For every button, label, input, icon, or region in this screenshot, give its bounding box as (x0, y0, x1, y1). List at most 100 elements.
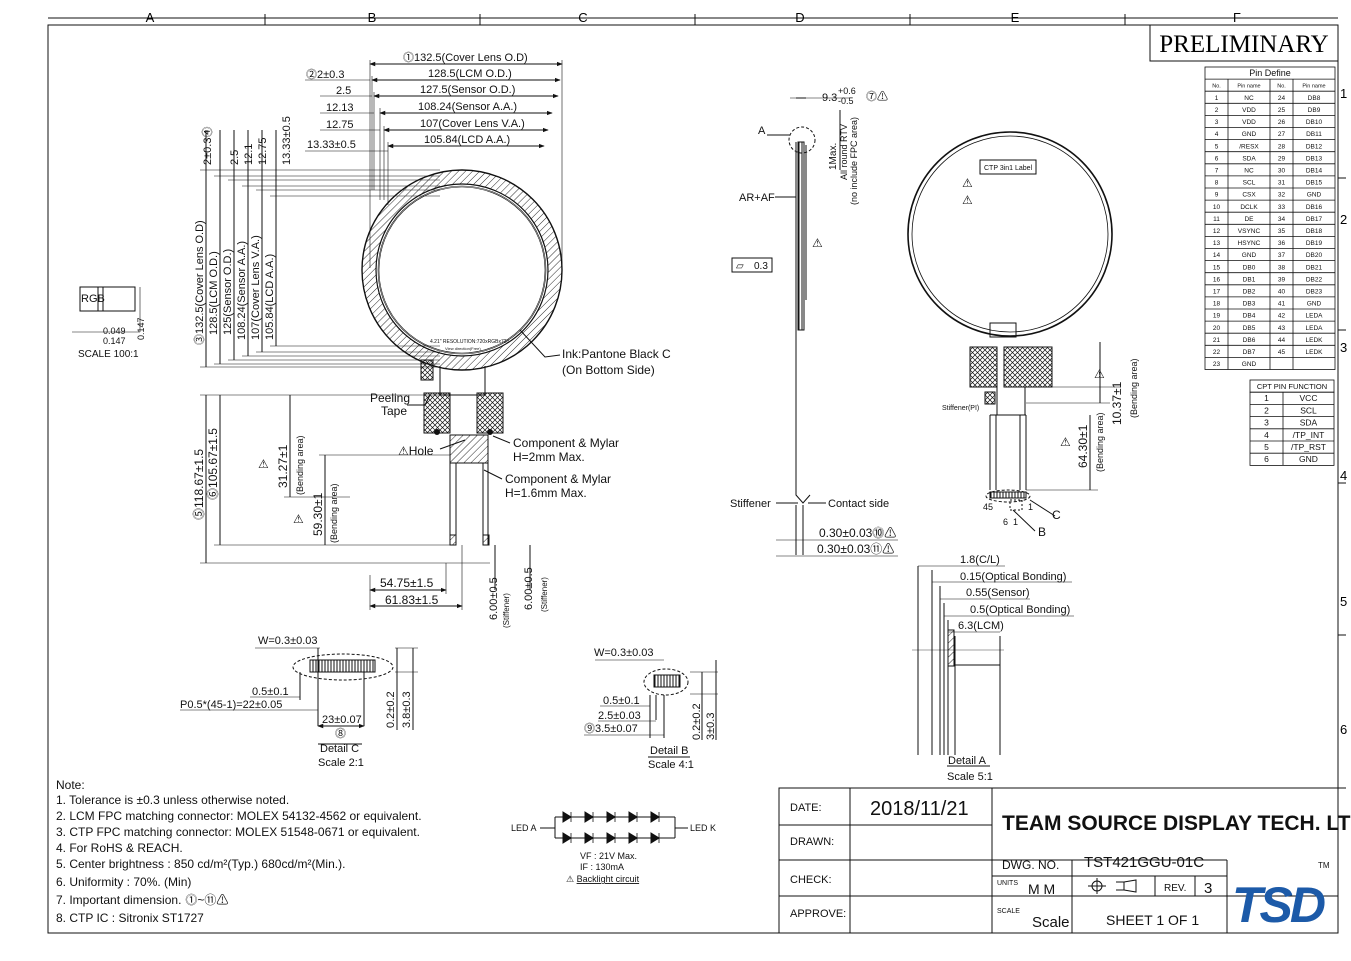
pin-table-cell: DCLK (1240, 204, 1258, 211)
pin-table-cell: 18 (1213, 301, 1221, 308)
pin-table-cell: LEDA (1306, 325, 1324, 332)
rgb-dim-2: 0.147 (103, 336, 126, 346)
dim-top-6: 105.84(LCD A.A.) (424, 134, 510, 146)
pin-table-cell: 10 (1213, 204, 1221, 211)
component-1-a: Component & Mylar (513, 436, 619, 450)
detail-a-dim-2: 0.15(Optical Bonding) (960, 571, 1066, 583)
dim-stiffener-2-sub: (Stiffener) (540, 577, 549, 612)
side-view-labels: 9.3 +0.6 -0.5 ⓻⚠ A AR+AF ⚠ ▱ 0.3 1Max. A… (730, 86, 896, 556)
detail-c-width: W=0.3±0.03 (258, 635, 318, 647)
pin-table-header: No. (1212, 84, 1221, 90)
detail-a-scale: Scale 5:1 (947, 771, 993, 783)
column-letters: A B C D E F (146, 10, 1241, 25)
pin-table-cell: 20 (1213, 325, 1221, 332)
pin-table-cell: 7 (1215, 168, 1219, 175)
detail-c-h1: 0.2±0.2 (385, 691, 397, 728)
back-bend-2: 64.30±1 (1076, 424, 1090, 468)
backlight-circuit (540, 811, 688, 844)
pin-45: 45 (983, 502, 993, 512)
warning-icon: ⚠ (1094, 367, 1105, 381)
detail-a-ref: A (758, 125, 766, 137)
pin-table-cell: DB8 (1308, 95, 1321, 102)
detail-c-pitch: P0.5*(45-1)=22±0.05 (180, 699, 282, 711)
pin-table-cell: 44 (1278, 337, 1286, 344)
pin-table-cell: CSX (1242, 192, 1256, 199)
row-4: 4 (1340, 468, 1347, 483)
dim-left-4: 108.24(Sensor A.A.) (236, 241, 248, 340)
dim-left-2: 128.5(LCM O.D.) (208, 251, 220, 335)
pin-table-cell: GND (1242, 252, 1257, 259)
note-5: 5. Center brightness : 850 cd/m²(Typ.) 6… (56, 857, 345, 871)
pin-table-cell: DB5 (1243, 325, 1256, 332)
detail-b (584, 659, 718, 758)
pin-table-cell: HSYNC (1238, 240, 1261, 247)
side-view (731, 97, 898, 557)
pin-table-cell: DB0 (1243, 264, 1256, 271)
pin-table-header: Pin name (1302, 84, 1325, 90)
dim-top-2: 128.5(LCM O.D.) (428, 68, 512, 80)
panel-text-2: View direction(Free) (445, 346, 481, 351)
rgb-scale: SCALE 100:1 (78, 349, 139, 360)
led-k-label: LED K (690, 823, 716, 833)
col-c: C (578, 10, 587, 25)
warning-icon: ⚠ (258, 457, 269, 471)
pin-table-cell: LEDA (1306, 313, 1324, 320)
ctp-table-cell: 4 (1264, 430, 1269, 440)
pin-table-cell: DB16 (1306, 204, 1323, 211)
detail-a-labels: 1.8(C/L) 0.15(Optical Bonding) 0.55(Sens… (947, 554, 1070, 783)
thickness-marker: ⓻⚠ (866, 89, 888, 103)
pin-table-cell: 41 (1278, 301, 1286, 308)
ctp-table-cell: 2 (1264, 405, 1269, 415)
dim-top-offset-1: ⓶2±0.3 (306, 67, 344, 81)
pin-table-cell: DB23 (1306, 289, 1323, 296)
pin-table-header: Pin name (1237, 84, 1260, 90)
backlight-caption: ⚠ Backlight circuit (566, 874, 640, 884)
pin-table-cell: 32 (1278, 192, 1286, 199)
dim-left-6: 105.84(LCD A.A.) (264, 254, 276, 340)
detail-c-span: 23±0.07 (322, 714, 362, 726)
ctp-table-cell: GND (1299, 454, 1318, 464)
pin-table-cell: DB18 (1306, 228, 1323, 235)
dim-overall-length: ⓹118.67±1.5 (192, 449, 206, 520)
backlight-labels: LED A LED K VF : 21V Max. IF : 130mA ⚠ B… (511, 823, 716, 884)
thickness-tol-plus: +0.6 (838, 86, 856, 96)
scale-value: Scale (1032, 914, 1070, 931)
pin-table-cell: 28 (1278, 143, 1286, 150)
pin-table-cell: DB13 (1306, 155, 1323, 162)
pin-table-cell: 36 (1278, 240, 1286, 247)
ink-note-2: (On Bottom Side) (562, 363, 655, 377)
pin-1b: 1 (1013, 517, 1018, 527)
ctp-table-title: CPT PIN FUNCTION (1257, 382, 1327, 391)
dim-bend-2: 59.30±1 (311, 492, 325, 536)
dim-top-5: 107(Cover Lens V.A.) (420, 118, 525, 130)
contact-side-label: Contact side (828, 498, 889, 510)
detail-a (912, 565, 1074, 767)
detail-a-dim-1: 1.8(C/L) (960, 554, 1000, 566)
pin-table-cell: 11 (1213, 216, 1220, 223)
pin-table-cell: GND (1242, 131, 1257, 138)
pin-table-cell: DB6 (1243, 337, 1256, 344)
detail-b-span-1: 2.5±0.03 (598, 710, 641, 722)
pin-table-cell: 23 (1213, 361, 1221, 368)
dim-left-3: 125(Sensor O.D.) (222, 249, 234, 335)
front-view-labels: ⓵132.5(Cover Lens O.D) 128.5(LCM O.D.) 1… (192, 50, 671, 628)
ctp-label: CTP 3in1 Label (984, 165, 1033, 172)
pin-table-cell: 2 (1215, 107, 1219, 114)
dim-top-offset-2: 2.5 (336, 85, 351, 97)
note-3: 3. CTP FPC matching connector: MOLEX 515… (56, 825, 420, 839)
rgb-dim-3: 0.147 (136, 317, 146, 340)
pin-table-cell: DB10 (1306, 119, 1323, 126)
ref-b: B (1038, 525, 1046, 539)
pin-1: 1 (1028, 502, 1033, 512)
peeling-label-2: Tape (381, 404, 407, 418)
scale-label: SCALE (997, 908, 1020, 915)
pin-table-cell: DB20 (1306, 252, 1323, 259)
pin-table-cell: NC (1244, 95, 1254, 102)
detail-b-title: Detail B (650, 745, 689, 757)
pin-table-cell: DB21 (1306, 264, 1323, 271)
company-name: TEAM SOURCE DISPLAY TECH. LTD (1002, 812, 1351, 835)
tol-10: 0.30±0.03⓾⚠ (819, 526, 896, 540)
pin-table-cell: 4 (1215, 131, 1219, 138)
pin-table-cell: 40 (1278, 289, 1286, 296)
